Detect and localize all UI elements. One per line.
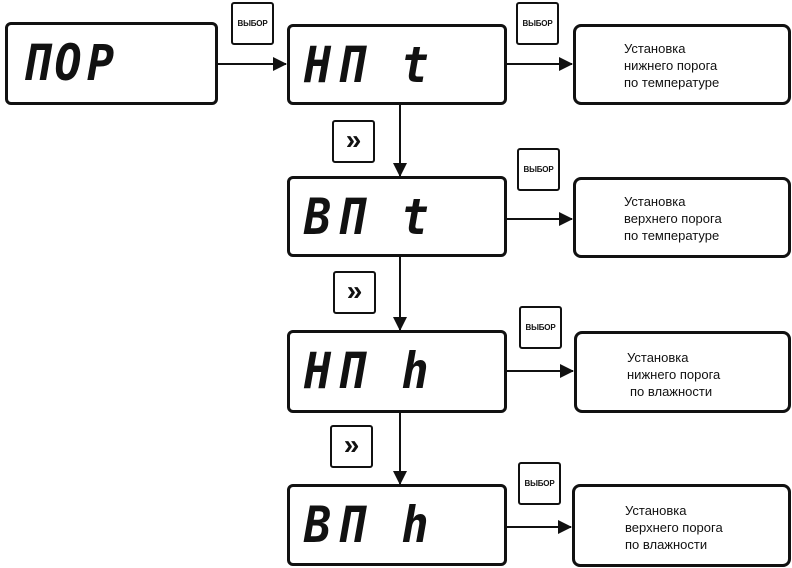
description-box-3: Установка нижнего порога по влажности	[574, 331, 791, 413]
desc-line: Установка	[625, 503, 687, 518]
desc-line: по температуре	[624, 75, 720, 90]
desc-line: нижнего порога	[624, 58, 718, 73]
select-button[interactable]: ВЫБОР	[516, 2, 559, 45]
display-text: ВП t	[304, 188, 434, 246]
root-display-text: ПОР	[22, 34, 120, 92]
description-box-4: Установка верхнего порога по влажности	[572, 484, 791, 567]
desc-line: Установка	[624, 194, 686, 209]
select-button[interactable]: ВЫБОР	[231, 2, 274, 45]
double-chevron-right-icon: »	[346, 275, 363, 306]
select-button[interactable]: ВЫБОР	[519, 306, 562, 349]
desc-line: по влажности	[630, 384, 713, 399]
desc-line: Установка	[627, 350, 689, 365]
display-item-2: ВП t	[287, 176, 507, 257]
next-button[interactable]: »	[332, 120, 375, 163]
display-item-3: НП h	[287, 330, 507, 413]
desc-line: Установка	[624, 41, 686, 56]
display-item-1: НП t	[287, 24, 507, 105]
desc-line: по влажности	[625, 537, 708, 552]
next-button[interactable]: »	[330, 425, 373, 468]
display-text: НП t	[304, 36, 434, 94]
next-button[interactable]: »	[333, 271, 376, 314]
select-button[interactable]: ВЫБОР	[518, 462, 561, 505]
double-chevron-right-icon: »	[343, 429, 360, 460]
select-button[interactable]: ВЫБОР	[517, 148, 560, 191]
description-box-1: Установка нижнего порога по температуре	[573, 24, 791, 105]
root-display: ПОР	[5, 22, 218, 105]
desc-line: по температуре	[624, 228, 720, 243]
double-chevron-right-icon: »	[345, 124, 362, 155]
description-box-2: Установка верхнего порога по температуре	[573, 177, 791, 258]
display-text: ВП h	[304, 496, 434, 554]
desc-line: нижнего порога	[627, 367, 721, 382]
display-text: НП h	[304, 342, 434, 400]
desc-line: верхнего порога	[625, 520, 723, 535]
display-item-4: ВП h	[287, 484, 507, 566]
desc-line: верхнего порога	[624, 211, 722, 226]
